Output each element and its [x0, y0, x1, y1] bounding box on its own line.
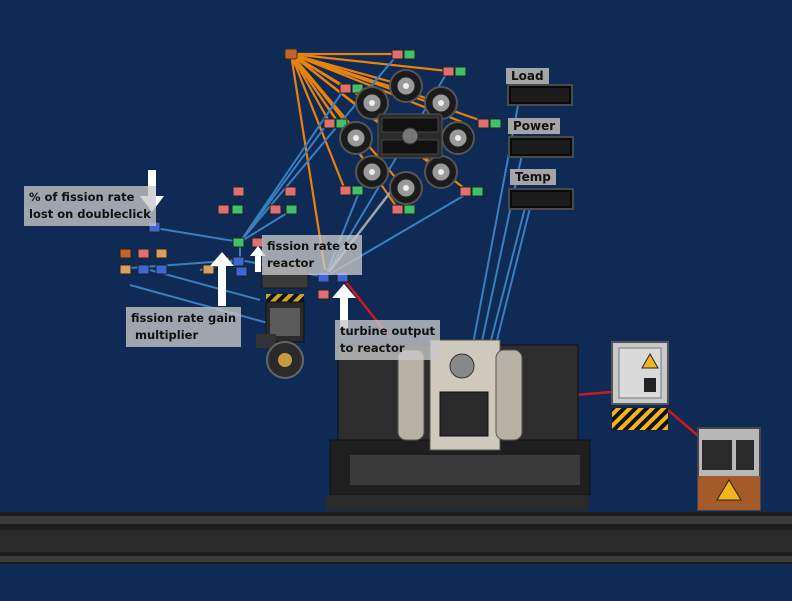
power-display-screen: [508, 136, 574, 158]
power-display-title: Power: [508, 118, 561, 134]
switch-panel[interactable]: [611, 341, 669, 430]
fission-gain-label: fission rate gain multiplier: [126, 307, 242, 347]
hazard-warning-icon: [716, 479, 742, 501]
turbine-output-label: turbine output to reactor: [335, 320, 441, 360]
fan-control-panel: [377, 113, 443, 159]
top-hub-component[interactable]: [284, 48, 298, 60]
fission-loss-label: % of fission rate lost on doubleclick: [24, 186, 156, 226]
temp-display-title: Temp: [510, 169, 556, 185]
temp-display-screen: [508, 188, 574, 210]
load-display-title: Load: [506, 68, 549, 84]
fission-to-reactor-label: fission rate to reactor: [262, 235, 363, 275]
hazard-warning-icon: [641, 352, 659, 369]
floor-rail: [0, 512, 792, 564]
junction-box[interactable]: [697, 427, 761, 511]
main-reactor: [326, 339, 591, 511]
load-display-screen: [507, 84, 573, 106]
